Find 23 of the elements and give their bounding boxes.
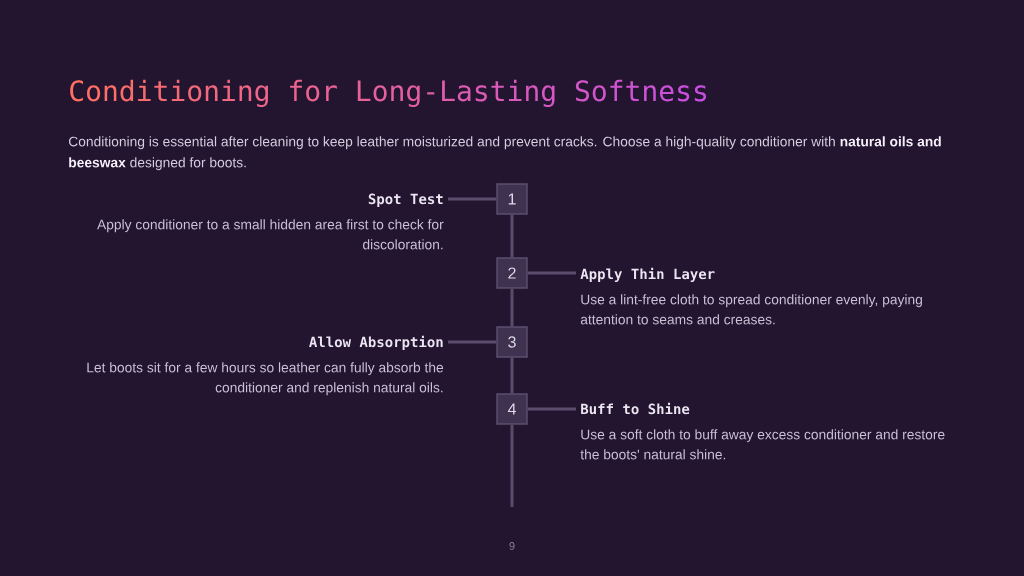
step-title: Spot Test xyxy=(368,193,443,207)
step-description: Use a soft cloth to buff away excess conditioner and restore the boots' natural shine. xyxy=(580,429,945,460)
step-title: Allow Absorption xyxy=(309,335,443,350)
intro-paragraph: Conditioning is essential after cleaning to keep leather moisturized and prevent cracks. Choose a high-quality conditioner with natural oils and beeswax designed for boots. xyxy=(69,136,941,171)
number-box: 4 xyxy=(496,393,528,425)
step-title: Apply Thin Layer xyxy=(580,267,715,282)
page-number: 9 xyxy=(509,542,515,550)
timeline-line xyxy=(510,357,514,394)
step-description: Apply conditioner to a small hidden area first to check for discoloration. xyxy=(97,219,444,250)
step-title: Buff to Shine xyxy=(581,402,690,415)
timeline-line xyxy=(510,288,514,327)
number-box: 3 xyxy=(496,326,528,358)
number-box: 2 xyxy=(496,257,528,289)
connector-line xyxy=(527,407,576,411)
step-description: Use a lint-free cloth to spread conditioner evenly, paying attention to seams and creases. xyxy=(580,294,922,325)
step-description: Let boots sit for a few hours so leather can fully absorb the conditioner and replenish natural oils. xyxy=(87,362,444,396)
connector-line xyxy=(527,271,576,275)
slide-title: Conditioning for Long-Lasting Softness xyxy=(70,79,707,108)
connector-line xyxy=(448,197,497,201)
timeline-line xyxy=(510,424,514,507)
connector-line xyxy=(448,340,497,344)
timeline-line xyxy=(510,214,514,258)
number-box: 1 xyxy=(496,183,528,215)
